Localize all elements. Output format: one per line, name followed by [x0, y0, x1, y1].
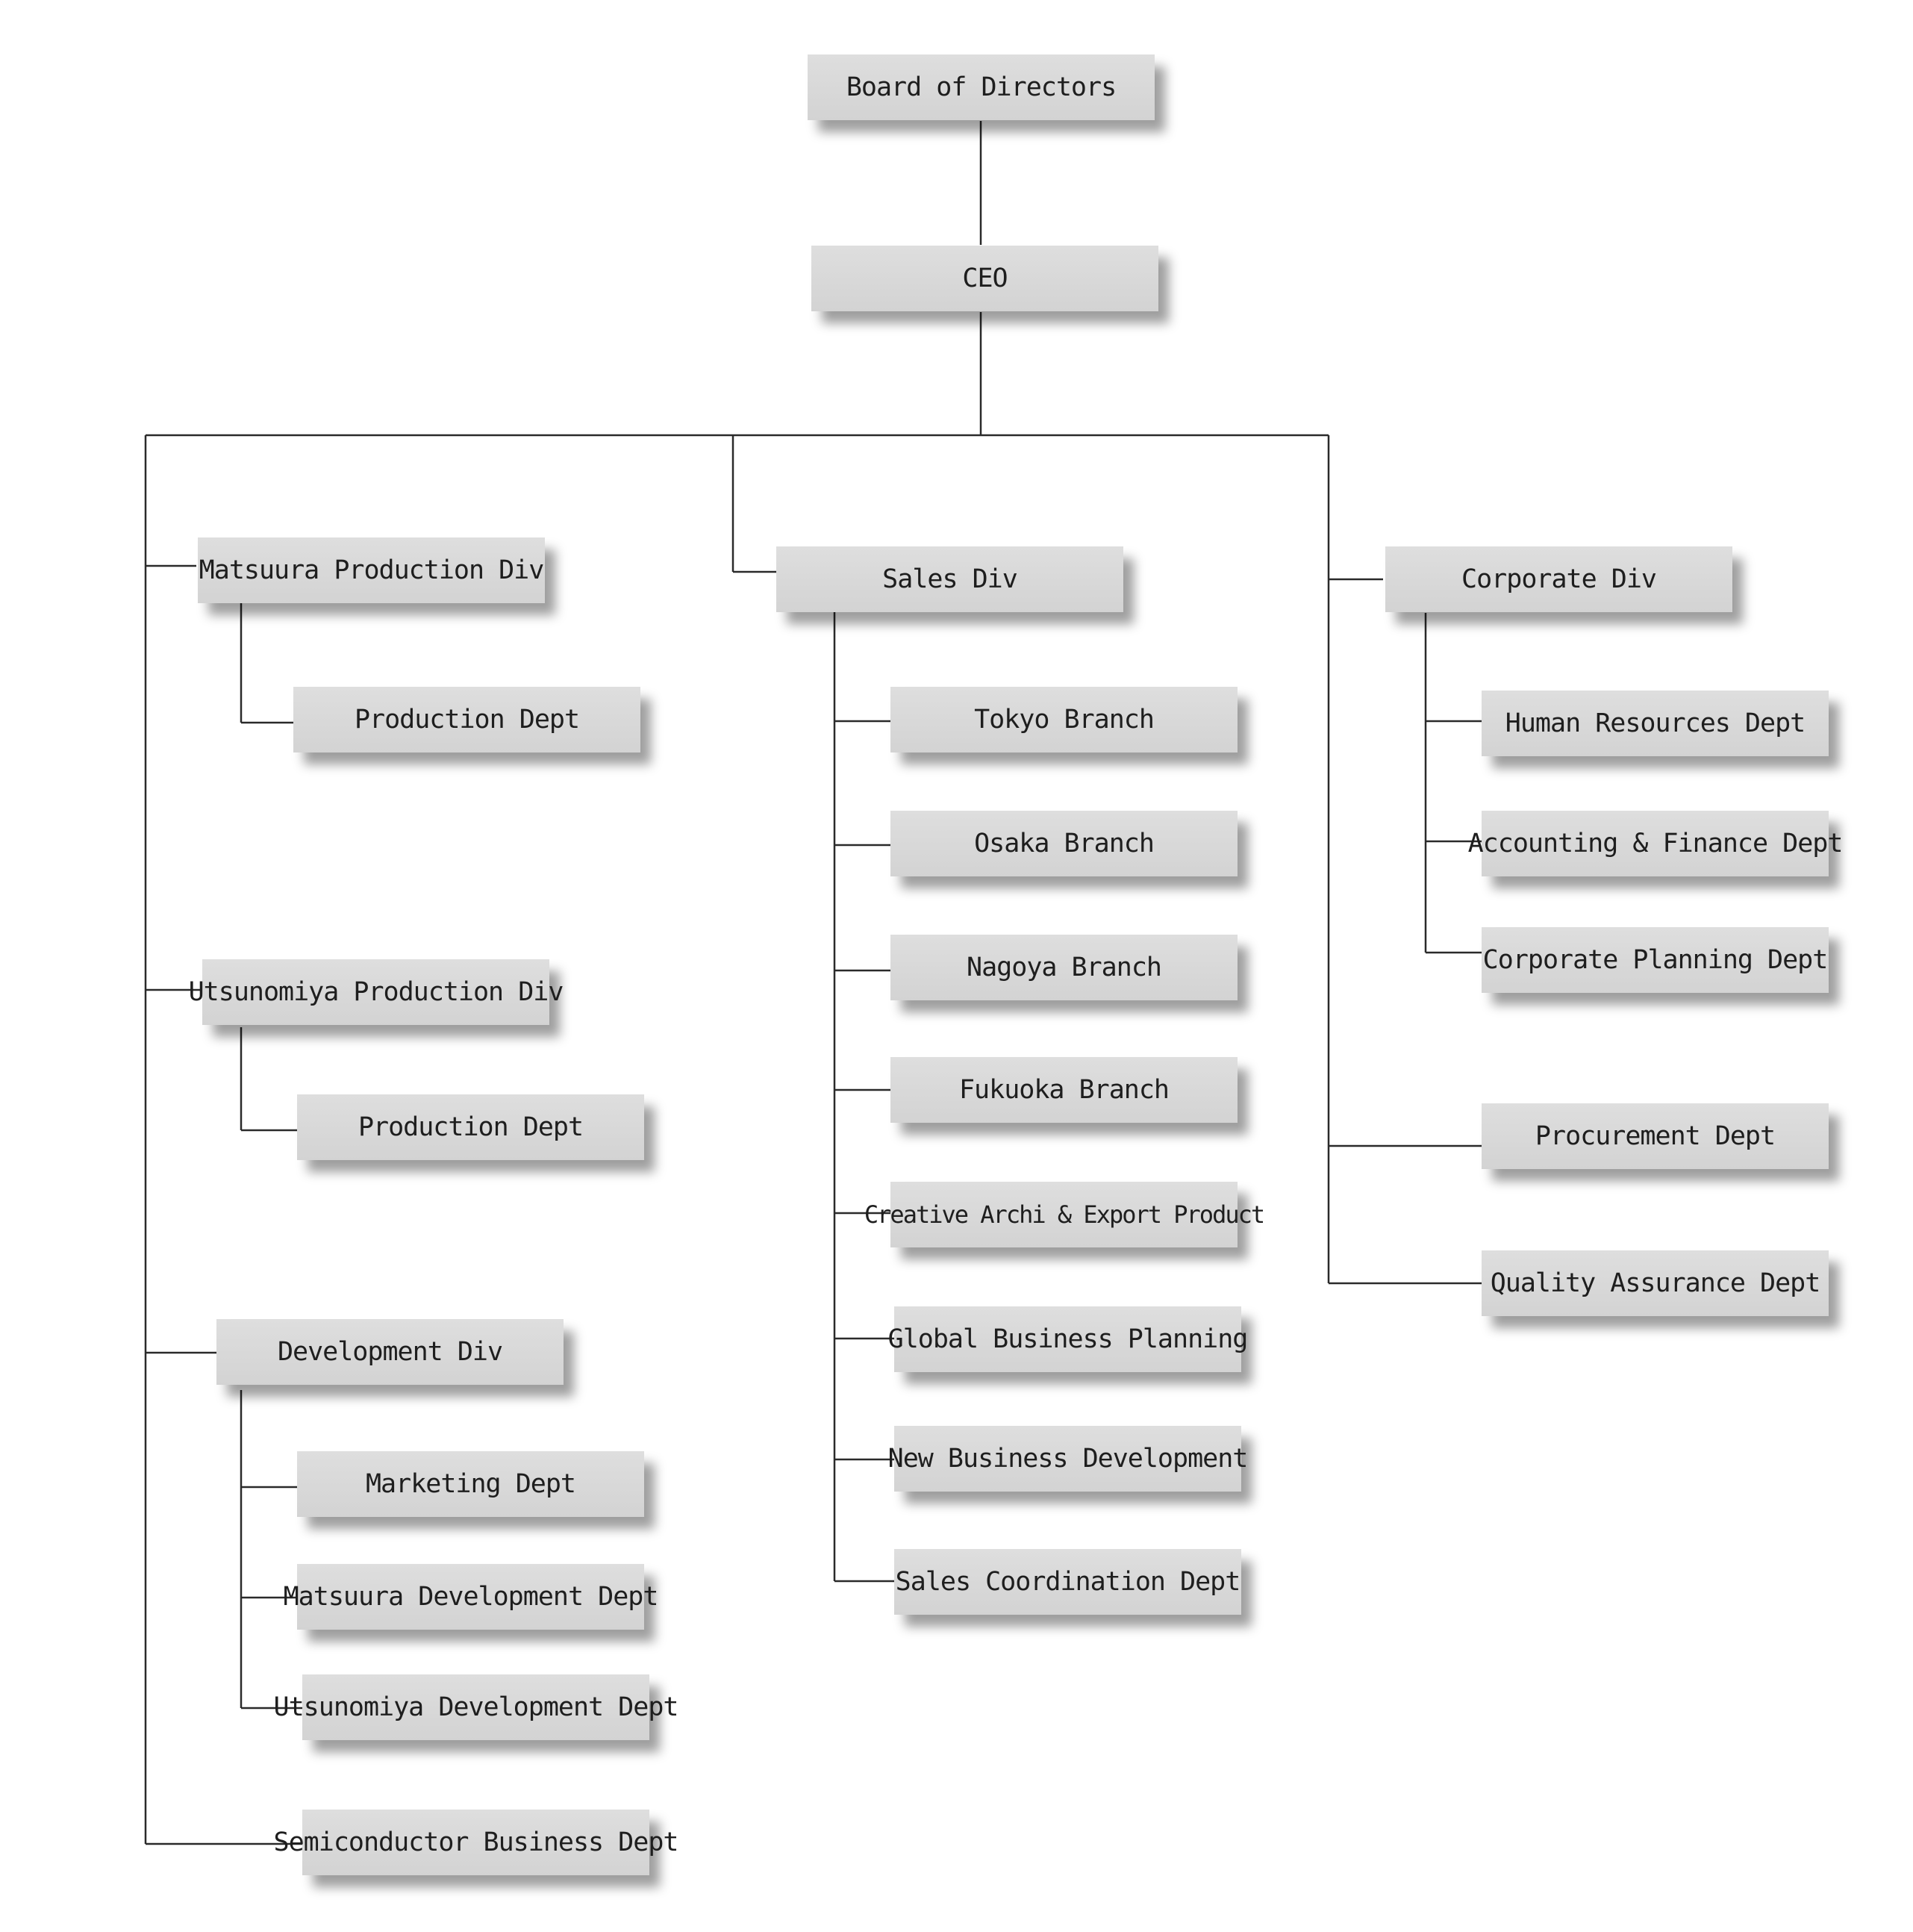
node-ceo: CEO — [811, 246, 1158, 311]
node-creative-archi-export-product: Creative Archi & Export Product — [864, 1182, 1265, 1247]
node-matsuura-development-dept: Matsuura Development Dept — [284, 1564, 658, 1630]
node-corporate-div: Corporate Div — [1385, 546, 1732, 612]
node-global-business-planning: Global Business Planning — [888, 1306, 1248, 1372]
node-matsuura-production-div: Matsuura Production Div — [198, 537, 545, 603]
node-utsunomiya-production-div: Utsunomiya Production Div — [189, 959, 564, 1025]
node-utsunomiya-production-dept: Production Dept — [297, 1094, 644, 1160]
node-procurement-dept: Procurement Dept — [1482, 1103, 1829, 1169]
node-accounting-finance-dept: Accounting & Finance Dept — [1468, 811, 1843, 876]
node-human-resources-dept: Human Resources Dept — [1482, 691, 1829, 756]
node-tokyo-branch: Tokyo Branch — [890, 687, 1238, 752]
node-corporate-planning-dept: Corporate Planning Dept — [1482, 927, 1829, 993]
node-sales-div: Sales Div — [776, 546, 1123, 612]
node-quality-assurance-dept: Quality Assurance Dept — [1482, 1250, 1829, 1316]
node-board-of-directors: Board of Directors — [808, 54, 1155, 120]
node-fukuoka-branch: Fukuoka Branch — [890, 1057, 1238, 1123]
node-matsuura-production-dept: Production Dept — [293, 687, 640, 752]
node-utsunomiya-development-dept: Utsunomiya Development Dept — [274, 1674, 678, 1740]
node-nagoya-branch: Nagoya Branch — [890, 935, 1238, 1000]
node-semiconductor-business-dept: Semiconductor Business Dept — [274, 1810, 678, 1875]
node-new-business-development: New Business Development — [888, 1426, 1248, 1492]
node-development-div: Development Div — [216, 1319, 564, 1385]
node-marketing-dept: Marketing Dept — [297, 1451, 644, 1517]
node-osaka-branch: Osaka Branch — [890, 811, 1238, 876]
node-sales-coordination-dept: Sales Coordination Dept — [894, 1549, 1241, 1615]
